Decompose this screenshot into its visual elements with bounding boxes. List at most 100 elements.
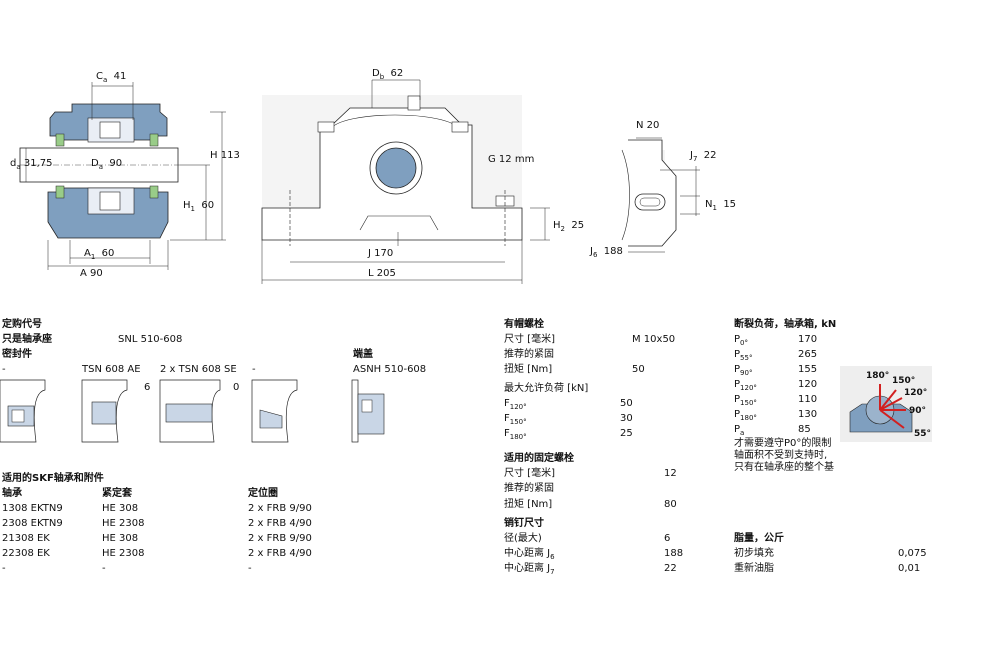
grease-heading: 脂量，公斤 xyxy=(734,533,784,544)
dim-J7: J7 22 xyxy=(690,150,717,163)
table-cell: 2 x FRB 9/90 xyxy=(248,533,312,544)
breaking-load-value: 85 xyxy=(798,424,811,435)
seal-item: 2 x TSN 608 SE xyxy=(160,364,237,375)
table-cell: 2308 EKTN9 xyxy=(2,518,63,529)
housing-label: 只是轴承座 xyxy=(2,334,52,345)
cap-bolts-heading: 有帽螺栓 xyxy=(504,319,544,330)
dim-H: H 113 xyxy=(210,150,240,161)
table-cell: 21308 EK xyxy=(2,533,50,544)
dim-J: J 170 xyxy=(368,248,394,259)
table-cell: 2 x FRB 4/90 xyxy=(248,518,312,529)
breaking-load-sym: P180° xyxy=(734,409,757,422)
load-row: F120° xyxy=(504,398,527,411)
grease-initial-label: 初步填充 xyxy=(734,548,774,559)
load-value: 30 xyxy=(620,413,633,424)
seal-item: TSN 608 AE xyxy=(82,364,141,375)
bearings-col-header: 轴承 xyxy=(2,488,22,499)
end-cover-value: ASNH 510-608 xyxy=(353,364,427,375)
breaking-note-line: 只有在轴承座的整个基 xyxy=(734,462,834,473)
breaking-load-value: 155 xyxy=(798,364,818,375)
breaking-load-sym: P120° xyxy=(734,379,757,392)
dim-G: G 12 mm xyxy=(488,154,535,165)
angle-label: 90° xyxy=(909,406,927,416)
bearings-heading: 适用的SKF轴承和附件 xyxy=(2,473,104,484)
cap-bolts-allow-label: 最大允许负荷 [kN] xyxy=(504,383,589,394)
table-cell: 2 x FRB 4/90 xyxy=(248,548,312,559)
table-cell: - xyxy=(102,563,106,574)
dim-A1: A1 60 xyxy=(84,248,115,261)
angle-label: 180° xyxy=(866,371,890,381)
attach-bolts-size-value: 12 xyxy=(664,468,677,479)
seals-label: 密封件 xyxy=(2,349,32,360)
dowel-row-value: 6 xyxy=(664,533,671,544)
breaking-load-value: 130 xyxy=(798,409,818,420)
breaking-load-value: 265 xyxy=(798,349,818,360)
table-cell: - xyxy=(2,563,6,574)
grease-relub-value: 0,01 xyxy=(898,563,921,574)
cap-bolts-size-label: 尺寸 [毫米] xyxy=(504,334,555,345)
dowel-row-value: 22 xyxy=(664,563,677,574)
cap-bolts-torque-label: 扭矩 [Nm] xyxy=(504,364,553,375)
angle-label: 150° xyxy=(892,376,916,386)
dim-L: L 205 xyxy=(368,268,396,279)
foot-detail-view xyxy=(621,137,700,253)
dim-H1: H1 60 xyxy=(183,200,215,213)
breaking-note-line: 轴面积不受到支持时, xyxy=(734,450,828,461)
dim-N: N 20 xyxy=(636,120,660,131)
load-value: 25 xyxy=(620,428,633,439)
load-row: F180° xyxy=(504,428,527,441)
dowel-row-value: 188 xyxy=(664,548,684,559)
breaking-load-sym: P0° xyxy=(734,334,748,347)
table-cell: 1308 EKTN9 xyxy=(2,503,63,514)
attach-bolts-size-label: 尺寸 [毫米] xyxy=(504,468,555,479)
seal-item: - xyxy=(2,364,6,375)
table-cell: 22308 EK xyxy=(2,548,50,559)
grease-relub-label: 重新油脂 xyxy=(734,563,774,574)
angle-label: 55° xyxy=(914,429,932,439)
seal-number: 6 xyxy=(144,382,151,393)
bearings-col-header: 定位圈 xyxy=(248,488,278,499)
dim-da: da 31,75 xyxy=(10,158,53,171)
table-cell: HE 308 xyxy=(102,533,139,544)
table-cell: HE 308 xyxy=(102,503,139,514)
dim-Da: Da 90 xyxy=(91,158,123,171)
table-cell: HE 2308 xyxy=(102,518,145,529)
dim-N1: N1 15 xyxy=(705,199,737,212)
breaking-heading: 断裂负荷，轴承箱, kN xyxy=(734,319,837,330)
dim-H2: H2 25 xyxy=(553,220,585,233)
dowel-row-label: 中心距离 J7 xyxy=(504,563,555,576)
breaking-load-sym: P55° xyxy=(734,349,753,362)
seal-item: - xyxy=(252,364,256,375)
section-view xyxy=(19,82,226,270)
cap-bolts-torque-value: 50 xyxy=(632,364,645,375)
table-cell: - xyxy=(248,563,252,574)
attach-bolts-torque-rec: 推荐的紧固 xyxy=(504,483,554,494)
cap-bolts-torque-rec: 推荐的紧固 xyxy=(504,349,554,360)
dowel-row-label: 径(最大) xyxy=(504,533,542,544)
designation-heading: 定购代号 xyxy=(2,319,42,330)
dim-A: A 90 xyxy=(80,268,103,279)
table-cell: 2 x FRB 9/90 xyxy=(248,503,312,514)
breaking-note-line: 才需要遵守P0°的限制 xyxy=(734,438,832,449)
dim-J6: J6 188 xyxy=(590,246,623,259)
breaking-load-value: 120 xyxy=(798,379,818,390)
table-cell: HE 2308 xyxy=(102,548,145,559)
attach-bolts-torque-label: 扭矩 [Nm] xyxy=(504,499,553,510)
breaking-load-value: 110 xyxy=(798,394,818,405)
bearings-col-header: 紧定套 xyxy=(102,488,132,499)
breaking-load-value: 170 xyxy=(798,334,818,345)
load-row: F150° xyxy=(504,413,527,426)
end-cover-label: 端盖 xyxy=(353,349,373,360)
seal-icons xyxy=(0,379,385,443)
dim-Db: Db 62 xyxy=(372,68,404,81)
cap-bolts-size-value: M 10x50 xyxy=(632,334,676,345)
angle-label: 120° xyxy=(904,388,928,398)
grease-initial-value: 0,075 xyxy=(898,548,927,559)
housing-value: SNL 510-608 xyxy=(118,334,183,345)
dowel-heading: 销钉尺寸 xyxy=(504,518,544,529)
load-direction-diagram xyxy=(840,366,932,442)
load-value: 50 xyxy=(620,398,633,409)
seal-number: 0 xyxy=(233,382,240,393)
attach-bolts-heading: 适用的固定螺栓 xyxy=(504,453,574,464)
